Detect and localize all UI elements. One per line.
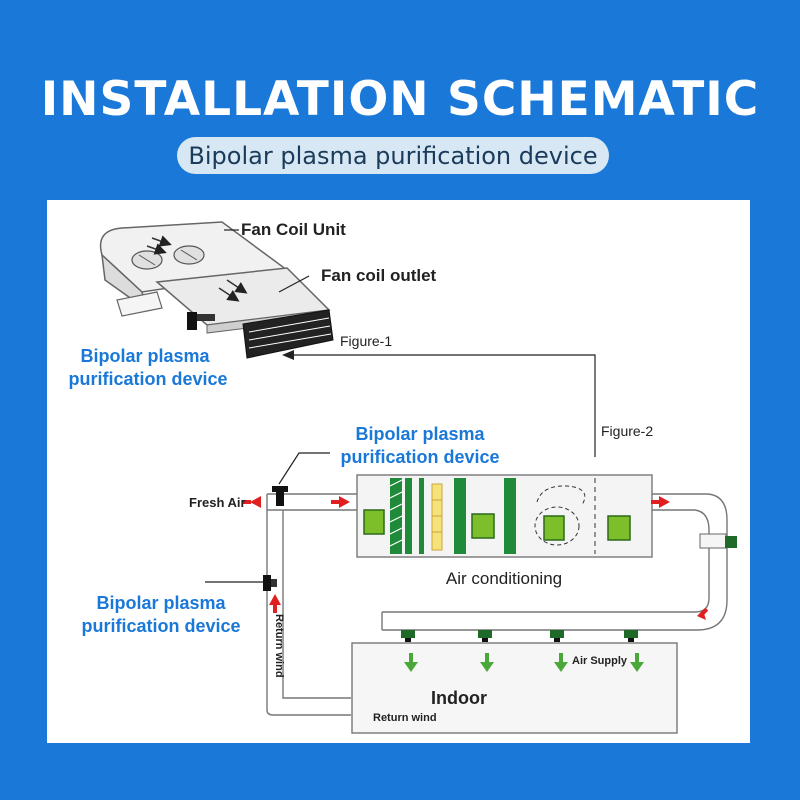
fan-coil-outlet-label: Fan coil outlet [321,266,437,285]
fan-coil-outlet-leader [278,275,310,293]
air-conditioning-label: Air conditioning [446,569,562,588]
figure1-device-label-line1: Bipolar plasma [80,346,210,366]
figure2-top-device-label-line2: purification device [340,447,499,467]
fresh-air-plasma-device [272,486,288,506]
return-wind-bottom-label: Return wind [373,712,437,724]
schematic-panel: Fan Coil Unit Fan coil outlet Bipolar pl… [47,200,750,743]
fan-coil-unit-drawing [99,221,334,359]
figure2-left-device-label-line2: purification device [81,616,240,636]
top-device-leader [278,452,330,485]
figure-connector-line [290,354,596,457]
figure-connector-arrowhead [282,350,294,360]
subtitle-text: Bipolar plasma purification device [188,141,598,170]
page-title: INSTALLATION SCHEMATIC [40,72,760,127]
air-supply-label: Air Supply [572,655,628,667]
fan-coil-unit-label: Fan Coil Unit [241,220,346,239]
figure2-top-device-label-line1: Bipolar plasma [355,424,485,444]
supply-air-arrows [404,653,644,672]
figure2-left-device-label-line1: Bipolar plasma [96,593,226,613]
fresh-air-label: Fresh Air [189,495,246,510]
duct-network [266,493,728,716]
red-airflow-arrows [242,496,709,709]
fan-coil-plasma-device [187,312,215,330]
return-wind-vertical-label: Return wind [273,614,285,678]
subtitle-badge: Bipolar plasma purification device [177,137,609,174]
schematic-diagram: Fan Coil Unit Fan coil outlet Bipolar pl… [68,220,737,734]
figure1-label: Figure-1 [340,333,392,349]
air-conditioning-unit [356,474,653,558]
return-wind-plasma-device [263,575,277,591]
indoor-room [351,642,678,734]
indoor-label: Indoor [431,688,487,708]
supply-duct-plasma-device [699,533,737,549]
figure2-label: Figure-2 [601,423,653,439]
supply-diffusers [401,630,638,642]
figure1-device-label-line2: purification device [68,369,227,389]
